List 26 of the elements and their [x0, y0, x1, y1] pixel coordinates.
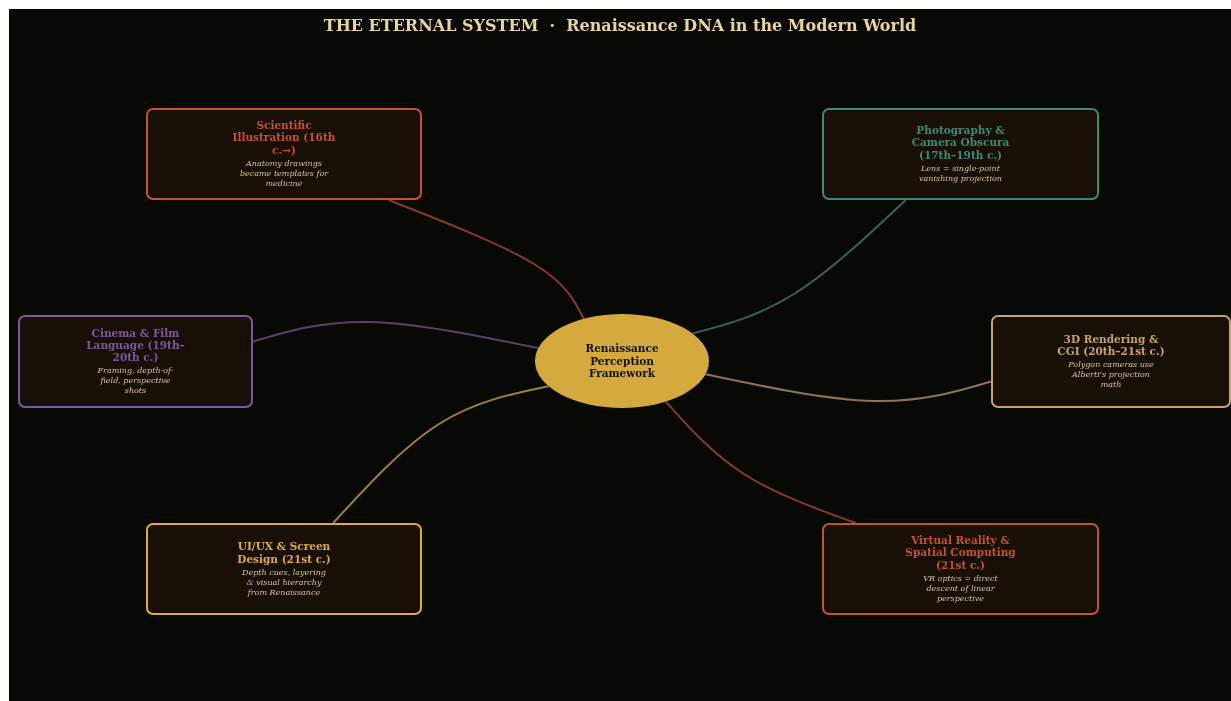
era-card	[822, 108, 1099, 200]
connector-curve	[691, 199, 907, 335]
card-heading: Photography & Camera Obscura (17th–19th c.)	[910, 124, 1011, 161]
connector-curve	[704, 373, 992, 403]
connector-curve	[252, 320, 540, 350]
card-description: Anatomy drawings became templates for medicine	[238, 158, 330, 189]
card-heading: Cinema & Film Language (19th–20th c.)	[85, 326, 186, 364]
card-heading: UI/UX & Screen Design (21st c.)	[236, 540, 332, 565]
era-card	[146, 523, 422, 615]
card-description: Polygon cameras use Alberti's projection math	[1067, 360, 1155, 391]
era-card	[822, 523, 1099, 615]
connector-curve	[332, 385, 550, 524]
card-description: VR optics = direct descent of linear perspective	[922, 573, 999, 604]
connector-curve	[387, 199, 585, 320]
card-description: Depth cues, layering & visual hierarchy from Renaissance	[241, 567, 327, 598]
card-description: Framing, depth-of-field, perspective shots	[96, 366, 175, 397]
era-card	[146, 108, 422, 200]
era-card	[991, 315, 1231, 408]
era-card	[18, 315, 253, 408]
card-heading: Scientific Illustration (16th c.→)	[231, 119, 337, 156]
card-heading: Virtual Reality & Spatial Computing (21st c.)	[904, 534, 1017, 571]
card-description: Lens = single-point vanishing projection	[918, 163, 1003, 184]
diagram-title: THE ETERNAL SYSTEM · Renaissance DNA in the Modern World	[322, 16, 918, 35]
hub-label: Renaissance Perception Framework	[584, 342, 660, 380]
connector-curve	[664, 400, 857, 524]
card-heading: 3D Rendering & CGI (20th–21st c.)	[1056, 332, 1166, 358]
